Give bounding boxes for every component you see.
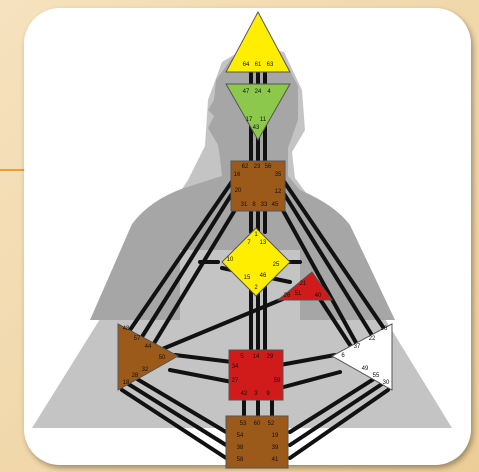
gate-label: 50 <box>159 355 166 361</box>
channel-spleen-root-3 <box>120 388 228 460</box>
gate-label: 64 <box>243 62 250 68</box>
gate-label: 18 <box>123 380 130 386</box>
gate-label: 24 <box>255 89 262 95</box>
gate-label: 27 <box>232 378 239 384</box>
center-head[interactable] <box>225 10 291 73</box>
channel-spleen-root-2 <box>120 378 228 447</box>
gate-label: 40 <box>315 293 322 299</box>
gate-label: 21 <box>300 281 307 287</box>
gate-label: 15 <box>244 275 251 281</box>
gate-label: 30 <box>383 380 390 386</box>
gate-label: 42 <box>241 391 248 397</box>
channel-throat-solar-1 <box>281 178 387 332</box>
gate-label: 22 <box>369 336 376 342</box>
gate-label: 44 <box>145 344 152 350</box>
channel-heart-spleen <box>158 294 292 352</box>
channel-spleen-sacral-2 <box>168 368 234 384</box>
channel-throat-spleen-2 <box>138 190 235 342</box>
gate-label: 20 <box>235 188 242 194</box>
gate-label: 32 <box>142 367 149 373</box>
gate-label: 36 <box>381 326 388 332</box>
gate-label: 26 <box>284 293 291 299</box>
gate-label: 49 <box>362 366 369 372</box>
center-ajna[interactable] <box>225 83 291 142</box>
channel-solar-root-2 <box>288 378 390 447</box>
gate-label: 56 <box>265 164 272 170</box>
center-root[interactable] <box>225 415 289 469</box>
gate-label: 23 <box>254 164 261 170</box>
channel-heart-solar <box>316 294 352 347</box>
gate-label: 5 <box>240 354 244 360</box>
gate-label: 10 <box>227 257 234 263</box>
gate-label: 61 <box>255 62 262 68</box>
gate-label: 47 <box>243 89 250 95</box>
gate-label: 62 <box>242 164 249 170</box>
gate-label: 33 <box>261 202 268 208</box>
gate-label: 58 <box>237 457 244 463</box>
gate-label: 19 <box>272 433 279 439</box>
gate-label: 8 <box>252 202 256 208</box>
gate-labels: 64 61 63 47 24 4 17 11 43 62 23 56 16 35… <box>123 62 390 463</box>
channel-throat-solar-3 <box>278 203 362 352</box>
gate-label: 17 <box>246 117 253 123</box>
channel-solar-root-1 <box>288 368 390 434</box>
center-throat[interactable] <box>230 160 286 212</box>
gate-label: 39 <box>272 445 279 451</box>
gate-label: 48 <box>123 326 130 332</box>
gate-label: 3 <box>254 391 258 397</box>
gate-label: 6 <box>341 353 345 359</box>
gate-label: 46 <box>260 273 267 279</box>
gate-label: 34 <box>232 364 239 370</box>
gate-label: 11 <box>260 117 267 123</box>
gate-label: 52 <box>268 421 275 427</box>
center-spleen[interactable] <box>117 323 180 391</box>
gate-label: 35 <box>275 172 282 178</box>
gate-label: 25 <box>273 262 280 268</box>
center-g[interactable] <box>221 227 291 297</box>
gate-label: 14 <box>253 354 260 360</box>
channel-throat-solar-2 <box>281 190 377 342</box>
gate-label: 53 <box>240 421 247 427</box>
gate-label: 13 <box>260 240 267 246</box>
gate-label: 12 <box>275 189 282 195</box>
gate-label: 28 <box>132 373 139 379</box>
center-heart[interactable] <box>276 271 333 301</box>
gate-label: 7 <box>247 240 251 246</box>
gate-label: 4 <box>267 89 271 95</box>
gate-label: 45 <box>272 202 279 208</box>
gate-label: 37 <box>354 344 361 350</box>
channel-solar-sacral-2 <box>278 370 342 390</box>
channels <box>120 66 390 460</box>
channel-spleen-sacral-1 <box>173 353 234 364</box>
gate-label: 54 <box>237 433 244 439</box>
channel-solar-sacral-1 <box>278 353 337 367</box>
gate-label: 51 <box>295 291 302 297</box>
channel-throat-spleen-3 <box>148 203 240 352</box>
gate-label: 63 <box>267 62 274 68</box>
gate-label: 38 <box>237 445 244 451</box>
gate-label: 60 <box>254 421 261 427</box>
gate-label: 1 <box>254 232 258 238</box>
gate-label: 29 <box>267 354 274 360</box>
gate-label: 55 <box>373 373 380 379</box>
gate-label: 59 <box>274 378 281 384</box>
gate-label: 31 <box>241 202 248 208</box>
center-solar-plexus[interactable] <box>330 323 393 391</box>
gate-label: 41 <box>272 457 279 463</box>
center-sacral[interactable] <box>228 349 284 401</box>
gate-label: 16 <box>234 172 241 178</box>
channel-spleen-root-1 <box>120 368 228 434</box>
channel-throat-spleen-1 <box>128 178 235 332</box>
channel-solar-root-3 <box>288 388 390 460</box>
gate-label: 2 <box>254 285 258 291</box>
gate-label: 9 <box>266 391 270 397</box>
gate-label: 43 <box>253 125 260 131</box>
gate-label: 57 <box>134 336 141 342</box>
